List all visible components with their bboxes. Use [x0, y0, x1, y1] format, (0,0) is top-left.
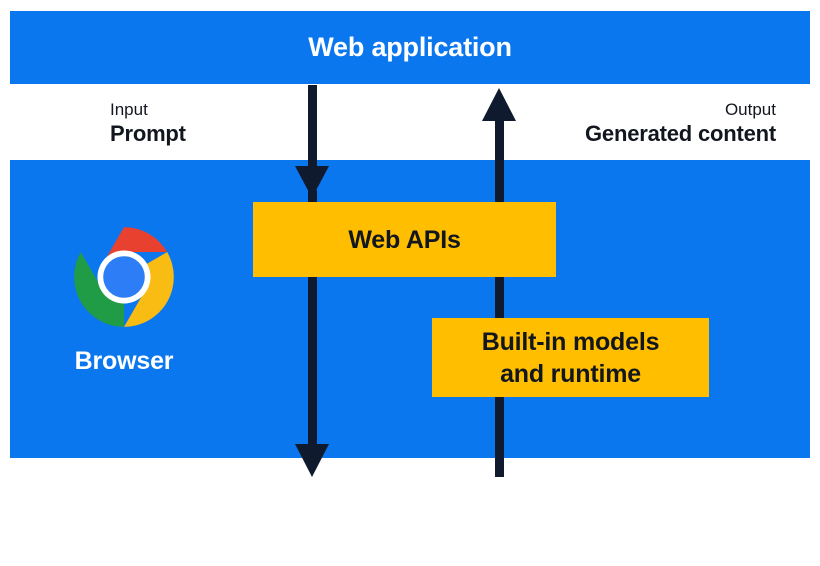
- band-web-application: Web application: [10, 11, 810, 84]
- arrow-down-head-lower-icon: [295, 444, 329, 477]
- browser-label: Browser: [74, 347, 174, 375]
- annotation-output-kicker: Output: [724, 100, 776, 119]
- arrow-up-head-icon: [482, 88, 516, 121]
- browser-group: Browser: [62, 225, 186, 376]
- annotation-input: Input Prompt: [110, 100, 186, 148]
- box-web-apis[interactable]: Web APIs: [253, 202, 556, 277]
- annotation-output: Output Generated content: [585, 100, 776, 148]
- annotation-input-value: Prompt: [110, 120, 186, 146]
- chrome-logo-icon: [74, 227, 174, 327]
- arrow-down-shaft-lower: [308, 190, 317, 445]
- arrow-up-shaft: [495, 120, 504, 477]
- annotation-output-value: Generated content: [585, 120, 776, 146]
- box-web-apis-label: Web APIs: [348, 225, 461, 254]
- arrow-down-shaft-upper: [308, 85, 317, 172]
- annotation-input-kicker: Input: [110, 100, 148, 119]
- band-web-application-label: Web application: [308, 32, 512, 62]
